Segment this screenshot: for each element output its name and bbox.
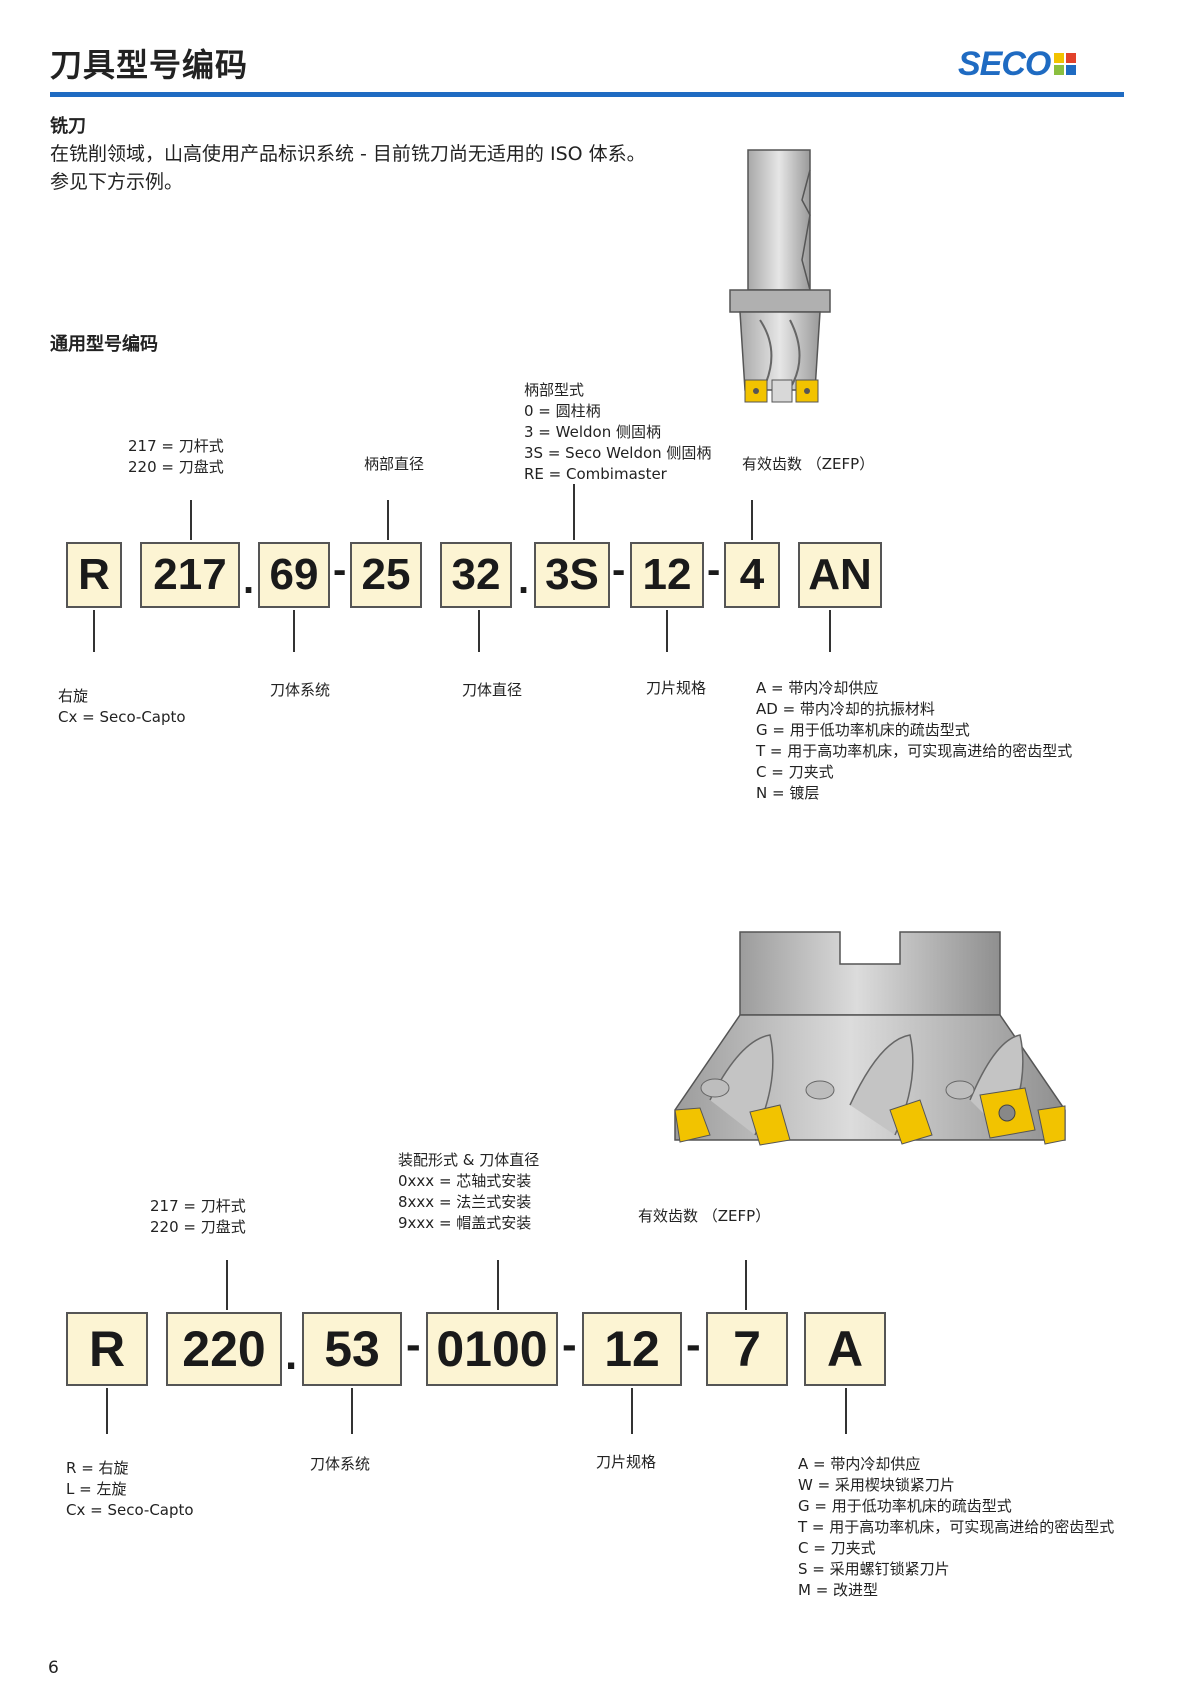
code-box-12: 12 <box>582 1312 682 1386</box>
code-box-69: 69 <box>258 542 330 608</box>
section-title: 铣刀 <box>50 116 86 137</box>
connector-line <box>351 1388 353 1434</box>
code-box-32: 32 <box>440 542 512 608</box>
connector-line <box>106 1388 108 1434</box>
separator-dot: . <box>243 558 255 602</box>
logo-mark-icon <box>1054 53 1077 75</box>
label-system-2: 刀体系统 <box>310 1455 371 1473</box>
code-box-4: 4 <box>724 542 780 608</box>
connector-line <box>226 1260 228 1310</box>
intro-text: 在铣削领域，山高使用产品标识系统 - 目前铣刀尚无适用的 ISO 体系。参见下方… <box>50 143 646 193</box>
connector-line <box>829 610 831 652</box>
separator-dash: - <box>686 1320 701 1369</box>
code-box-3s: 3S <box>534 542 610 608</box>
logo-text: SECO <box>958 44 1051 83</box>
header-rule <box>50 92 1124 97</box>
connector-line <box>190 500 192 540</box>
code-box-53: 53 <box>302 1312 402 1386</box>
code-box-25: 25 <box>350 542 422 608</box>
separator-dot: . <box>285 1330 298 1379</box>
page-number: 6 <box>48 1658 59 1678</box>
label-system-1: 刀体系统 <box>270 681 331 699</box>
connector-line <box>631 1388 633 1434</box>
label-insert-1: 刀片规格 <box>646 679 707 697</box>
code-box-217: 217 <box>140 542 240 608</box>
separator-dot: . <box>518 558 530 602</box>
separator-dash: - <box>562 1320 577 1369</box>
separator-dash: - <box>612 548 626 592</box>
connector-line <box>845 1388 847 1434</box>
label-teeth-1: 有效齿数 （ZEFP） <box>742 455 875 473</box>
separator-dash: - <box>406 1320 421 1369</box>
end-mill-illustration <box>729 149 831 403</box>
code-box-r: R <box>66 1312 148 1386</box>
separator-dash: - <box>333 548 347 592</box>
code-box-an: AN <box>798 542 882 608</box>
label-shank-dia: 柄部直径 <box>364 455 425 473</box>
code-box-r: R <box>66 542 122 608</box>
connector-line <box>751 500 753 540</box>
connector-line <box>93 610 95 652</box>
connector-line <box>497 1260 499 1310</box>
page-title: 刀具型号编码 <box>50 46 249 84</box>
connector-line <box>573 484 575 540</box>
code-box-7: 7 <box>706 1312 788 1386</box>
code-box-220: 220 <box>166 1312 282 1386</box>
connector-line <box>478 610 480 652</box>
code-box-12: 12 <box>630 542 704 608</box>
connector-line <box>293 610 295 652</box>
label-teeth-2: 有效齿数 （ZEFP） <box>638 1207 771 1225</box>
seco-logo: SECO <box>958 44 1077 84</box>
label-insert-2: 刀片规格 <box>596 1453 657 1471</box>
connector-line <box>745 1260 747 1310</box>
connector-line <box>666 610 668 652</box>
connector-line <box>387 500 389 540</box>
subsection-title: 通用型号编码 <box>50 334 158 355</box>
label-body-dia: 刀体直径 <box>462 681 523 699</box>
code-box-a: A <box>804 1312 886 1386</box>
code-box-0100: 0100 <box>426 1312 558 1386</box>
face-mill-illustration <box>674 931 1066 1146</box>
separator-dash: - <box>707 548 721 592</box>
